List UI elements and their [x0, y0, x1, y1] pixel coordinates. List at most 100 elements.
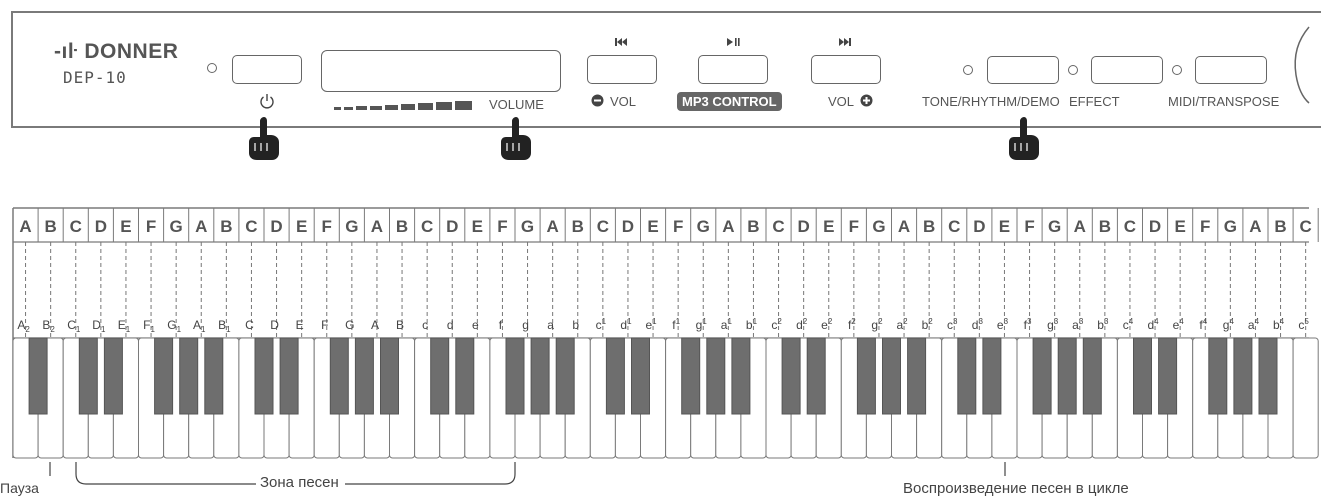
octave-note-letter: F [146, 217, 156, 236]
effect-button[interactable] [1091, 56, 1163, 84]
octave-note-letter: D [798, 217, 810, 236]
black-key[interactable] [103, 337, 123, 415]
black-key[interactable] [78, 337, 98, 415]
black-key[interactable] [505, 337, 525, 415]
black-key[interactable] [907, 337, 927, 415]
panel-dial-edge [1294, 26, 1310, 104]
power-button[interactable] [232, 55, 302, 84]
black-key[interactable] [1158, 337, 1178, 415]
note-name-label: e4 [1173, 317, 1185, 332]
black-key[interactable] [1082, 337, 1102, 415]
pointing-hand-icon [249, 117, 279, 160]
black-key[interactable] [631, 337, 650, 415]
octave-note-letter: C [421, 217, 433, 236]
black-key[interactable] [781, 337, 801, 415]
note-name-label: c3 [947, 317, 958, 332]
octave-note-letter: B [45, 217, 57, 236]
vol-minus-button[interactable] [587, 55, 657, 84]
black-key[interactable] [982, 337, 1002, 415]
black-key[interactable] [1133, 337, 1152, 415]
effect-label: EFFECT [1069, 94, 1120, 109]
note-name-label: d2 [796, 317, 808, 332]
octave-note-letter: D [95, 217, 107, 236]
vol-plus-button[interactable] [811, 55, 881, 84]
vol-plus-label: VOL [828, 94, 855, 109]
note-name-label: F1 [143, 318, 155, 334]
octave-note-letter: G [1048, 217, 1061, 236]
lcd-display [321, 50, 561, 92]
note-name-label: c4 [1123, 317, 1134, 332]
model-name: DEP-10 [63, 68, 127, 87]
octave-note-letter: A [1074, 217, 1086, 236]
octave-note-letter: B [572, 217, 584, 236]
black-key[interactable] [430, 337, 450, 415]
note-name-label: G1 [167, 318, 181, 334]
black-key[interactable] [279, 337, 299, 415]
black-key[interactable] [806, 337, 826, 415]
note-name-label: c [422, 318, 428, 332]
black-key[interactable] [706, 337, 726, 415]
song-zone-bracket-left [75, 462, 256, 485]
note-name-label: F [321, 318, 328, 332]
midi-transpose-label: MIDI/TRANSPOSE [1168, 94, 1280, 109]
black-key[interactable] [1057, 337, 1077, 415]
effect-led [1068, 65, 1078, 75]
tone-rhythm-demo-button[interactable] [987, 56, 1059, 84]
octave-note-letter: E [472, 217, 483, 236]
note-name-label: c5 [1298, 317, 1309, 332]
loop-playback-label: Воспроизведение песен в цикле [903, 480, 1129, 497]
volume-label: VOLUME [489, 97, 544, 112]
octave-note-letter: B [396, 217, 408, 236]
black-key[interactable] [555, 337, 575, 415]
black-key[interactable] [455, 337, 475, 415]
octave-note-letter: C [772, 217, 784, 236]
brand-logo: -ıŀDONNER [54, 40, 178, 64]
black-key[interactable] [329, 337, 349, 415]
previous-icon [615, 38, 627, 46]
black-key[interactable] [254, 337, 274, 415]
pause-label: Пауза [0, 480, 39, 496]
white-key[interactable] [1292, 337, 1319, 459]
black-key[interactable] [605, 337, 625, 415]
black-key[interactable] [731, 337, 751, 415]
note-name-label: D [270, 318, 279, 332]
black-key[interactable] [179, 337, 199, 415]
black-key[interactable] [1258, 337, 1278, 415]
note-name-label: b1 [746, 317, 758, 332]
song-zone-bracket-right [345, 462, 516, 485]
black-key[interactable] [1208, 337, 1228, 415]
black-key[interactable] [882, 337, 901, 415]
black-key[interactable] [354, 337, 374, 415]
black-key[interactable] [380, 337, 399, 415]
black-key[interactable] [856, 337, 876, 415]
note-name-label: a1 [721, 317, 733, 332]
note-name-label: a2 [896, 317, 908, 332]
play-pause-button[interactable] [698, 55, 768, 84]
octave-note-letter: E [823, 217, 834, 236]
donner-logo-icon: -ıŀ [54, 40, 79, 63]
note-name-label: g3 [1047, 317, 1059, 332]
midi-transpose-button[interactable] [1195, 56, 1267, 84]
black-key[interactable] [530, 337, 550, 415]
black-key[interactable] [957, 337, 977, 415]
brand-name: DONNER [84, 40, 179, 63]
black-key[interactable] [1032, 337, 1052, 415]
octave-note-letter: G [872, 217, 885, 236]
octave-note-letter: E [296, 217, 307, 236]
note-name-label: A [371, 318, 379, 332]
note-name-label: b2 [922, 317, 934, 332]
note-name-label: g4 [1223, 317, 1235, 332]
black-key[interactable] [28, 337, 48, 415]
octave-note-letter: F [849, 217, 859, 236]
black-key[interactable] [681, 337, 701, 415]
octave-note-letter: A [371, 217, 383, 236]
note-name-label: a [547, 318, 554, 332]
black-key[interactable] [154, 337, 174, 415]
black-key[interactable] [204, 337, 224, 415]
black-key[interactable] [1233, 337, 1253, 415]
octave-note-letter: F [497, 217, 507, 236]
octave-note-letter: C [597, 217, 609, 236]
note-name-label: C1 [67, 318, 81, 334]
octave-note-letter: C [70, 217, 82, 236]
